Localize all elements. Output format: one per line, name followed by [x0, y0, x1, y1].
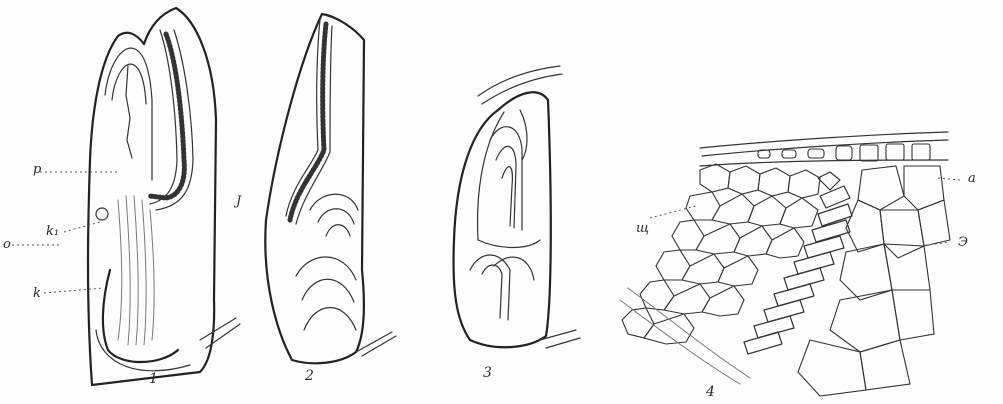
panel-2-drawing: [265, 14, 396, 363]
panel-3-tip: [520, 110, 527, 160]
panel-3-root-2: [482, 265, 502, 318]
panel-1-inner-arch-b: [112, 64, 146, 104]
panel-1-axis-hatch-3: [134, 196, 138, 345]
panel-2-leaf-arc-1: [310, 194, 358, 210]
panel-4-fiber-1: [620, 300, 740, 384]
panel-3-leaf-2: [496, 146, 516, 228]
panel-2-root-arc-2: [302, 279, 354, 302]
label-k1: k₁: [46, 225, 59, 238]
panel-3-leaf-3: [502, 167, 512, 226]
panel-number-4: 4: [706, 385, 715, 399]
panel-2-outer-outline: [265, 14, 364, 363]
label-k: k: [33, 287, 41, 300]
panel-1-axis-hatch-1: [118, 200, 122, 340]
label-a: a: [968, 172, 976, 185]
panel-2-leaf-arc-2: [318, 209, 354, 224]
panel-3-drawing: [454, 66, 580, 348]
label-e: Э: [958, 236, 968, 249]
label-o: o: [3, 238, 11, 251]
panel-3-leaf-1: [490, 127, 522, 230]
label-w: щ: [636, 222, 649, 235]
panel-number-3: 3: [483, 366, 492, 380]
panel-3-top-line-a: [478, 66, 560, 96]
label-j: J: [236, 195, 241, 208]
panel-2-dotted-layer: [290, 24, 326, 220]
panel-1-axis-hatch-2: [126, 196, 130, 345]
panel-4-drawing: [620, 132, 950, 396]
panel-3-top-line-b: [482, 74, 562, 104]
panel-1-axis-hatch-5: [150, 210, 154, 340]
leader-k1: [64, 222, 100, 232]
panel-number-2: 2: [305, 369, 314, 383]
panel-4-fiber-2: [628, 288, 750, 378]
panel-1-root-cap: [103, 270, 178, 362]
panel-3-outer-outline: [454, 92, 551, 347]
panel-1-inner-arch-a: [105, 48, 152, 180]
panel-4-surface-line-b: [702, 140, 948, 156]
panel-1-stalk: [200, 318, 240, 348]
panel-1-drawing: [88, 8, 240, 385]
leader-k: [44, 288, 104, 293]
panel-number-1: 1: [149, 372, 158, 386]
panel-2-leaf-arc-3: [326, 225, 350, 236]
panel-1-inner-crack: [126, 66, 132, 158]
label-p: p: [33, 163, 41, 176]
panel-4-columnar-cells: [744, 172, 852, 354]
panel-1-small-body: [96, 208, 108, 220]
panel-1-axis-hatch-4: [142, 200, 146, 345]
panel-3-coleoptile: [478, 112, 540, 248]
panel-4-aleurone-row: [758, 144, 930, 161]
panel-2-root-arc-1: [296, 257, 356, 280]
panel-3-root-1: [470, 255, 510, 320]
panel-4-surface-line-c: [700, 160, 948, 166]
panel-2-root-arc-3: [304, 308, 356, 331]
